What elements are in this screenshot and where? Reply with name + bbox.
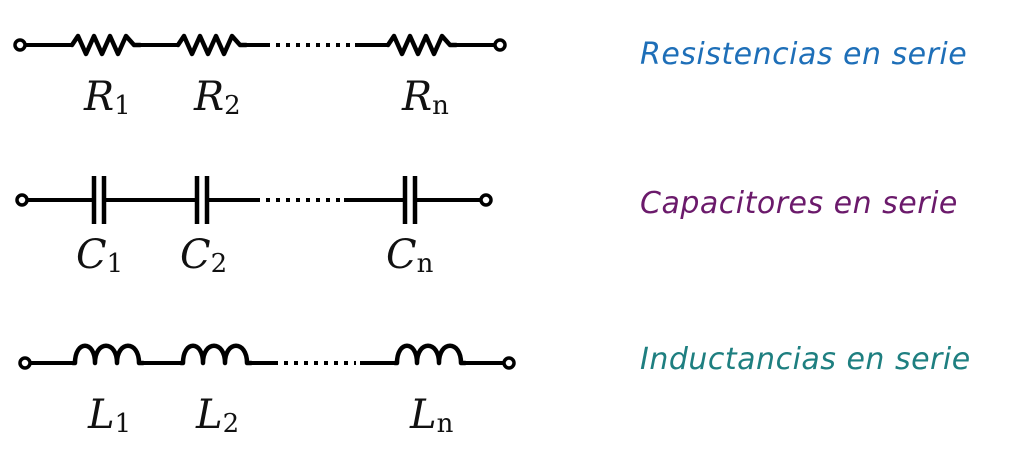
resistor-2-label: R2	[193, 74, 241, 121]
capacitors-title: Capacitores en serie	[640, 186, 958, 221]
inductor-1-label: L1	[87, 392, 131, 439]
resistor-series-circuit: R1 R2 Rn	[13, 33, 507, 121]
output-terminal	[493, 38, 507, 52]
inductors-title: Inductancias en serie	[640, 342, 971, 377]
input-terminal	[13, 38, 27, 52]
resistor-2-symbol	[175, 33, 249, 57]
resistor-1-symbol	[69, 33, 143, 57]
input-terminal	[15, 193, 29, 207]
input-terminal	[18, 356, 32, 370]
inductor-n-symbol	[392, 343, 468, 366]
inductor-2-symbol	[178, 343, 254, 366]
resistor-n-label: Rn	[401, 74, 449, 121]
resistors-title: Resistencias en serie	[640, 37, 968, 72]
capacitor-series-circuit: C1 C2 Cn	[15, 176, 493, 279]
inductor-2-label: L2	[195, 392, 239, 439]
resistor-1-label: R1	[83, 74, 131, 121]
inductor-1-symbol	[70, 343, 146, 366]
output-terminal	[502, 356, 516, 370]
output-terminal	[479, 193, 493, 207]
inductor-n-label: Ln	[409, 392, 454, 439]
capacitor-2-label: C2	[180, 232, 227, 279]
resistor-n-symbol	[385, 33, 459, 57]
capacitor-n-label: Cn	[386, 232, 434, 279]
capacitor-1-label: C1	[76, 232, 123, 279]
inductor-series-circuit: L1 L2 Ln	[18, 343, 516, 439]
